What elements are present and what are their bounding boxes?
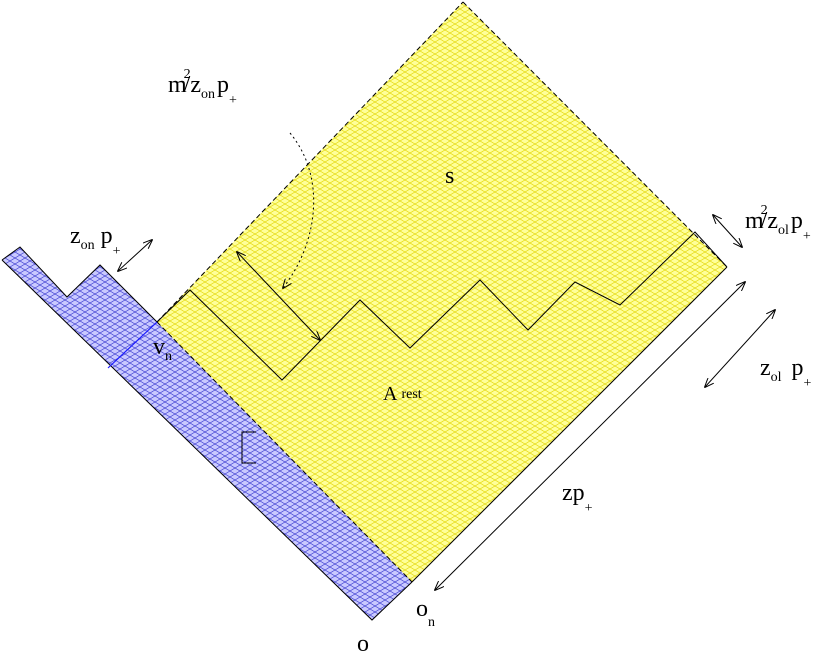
right-formula: m2/zolp+ xyxy=(745,203,811,244)
dotted-curved-arrow xyxy=(283,132,315,288)
v-n-line xyxy=(107,321,158,369)
blue-outer-edge xyxy=(1,246,413,621)
right-top-arrow xyxy=(713,215,742,247)
lower-dashed-edge xyxy=(156,321,413,583)
o-label: o xyxy=(357,631,369,655)
gap-arrow xyxy=(237,252,320,340)
upper-left-dashed-edge xyxy=(156,1,464,323)
upper-right-dashed-edge xyxy=(462,1,728,268)
bracket-mark xyxy=(241,431,256,464)
o-n-label: on xyxy=(416,596,435,630)
s-label: s xyxy=(445,163,454,189)
v-n-label: vn xyxy=(153,334,172,364)
blue-region xyxy=(2,247,412,620)
yellow-region xyxy=(157,2,727,582)
zon-arrow xyxy=(118,240,152,271)
z-p-label: zp+ xyxy=(562,480,593,516)
top-left-formula: m2/zonp+ xyxy=(168,67,237,108)
zp-arrow xyxy=(435,282,745,590)
